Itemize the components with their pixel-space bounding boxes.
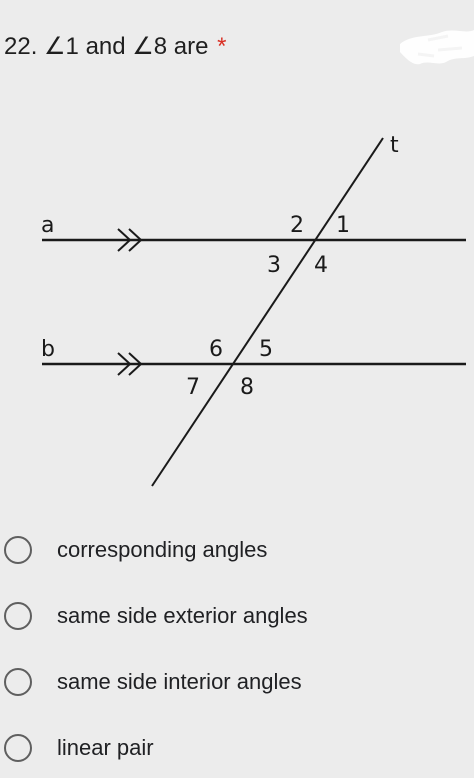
transversal-t [151, 137, 384, 487]
label-b: b [41, 337, 55, 362]
label-t: t [390, 133, 399, 158]
angle-label-3: 3 [267, 253, 281, 278]
radio-button[interactable] [4, 668, 32, 696]
option-label: corresponding angles [57, 537, 268, 562]
angle-label-1: 1 [336, 213, 350, 238]
parallel-lines-diagram: t a b 2 1 3 4 6 5 7 8 [41, 133, 466, 487]
option-linear-pair[interactable]: linear pair [0, 720, 474, 776]
option-label: same side interior angles [57, 669, 302, 694]
option-label: same side exterior angles [57, 603, 308, 628]
option-same-side-exterior-angles[interactable]: same side exterior angles [0, 588, 474, 644]
white-smudge [400, 30, 474, 65]
radio-button[interactable] [4, 734, 32, 762]
angle-label-4: 4 [314, 253, 328, 278]
question-text: 22. ∠1 and ∠8 are [4, 33, 209, 60]
option-label: linear pair [57, 735, 154, 760]
angle-label-2: 2 [290, 213, 304, 238]
angle-label-6: 6 [209, 337, 223, 362]
angle-label-5: 5 [259, 337, 273, 362]
label-a: a [41, 213, 54, 238]
angle-label-7: 7 [186, 375, 200, 400]
parallel-marks-b [117, 352, 143, 376]
question-title: 22. ∠1 and ∠8 are * [4, 32, 227, 62]
option-same-side-interior-angles[interactable]: same side interior angles [0, 654, 474, 710]
option-corresponding-angles[interactable]: corresponding angles [0, 522, 474, 578]
radio-button[interactable] [4, 536, 32, 564]
angle-label-8: 8 [240, 375, 254, 400]
required-marker: * [217, 33, 227, 60]
parallel-marks-a [117, 228, 143, 252]
radio-button[interactable] [4, 602, 32, 630]
